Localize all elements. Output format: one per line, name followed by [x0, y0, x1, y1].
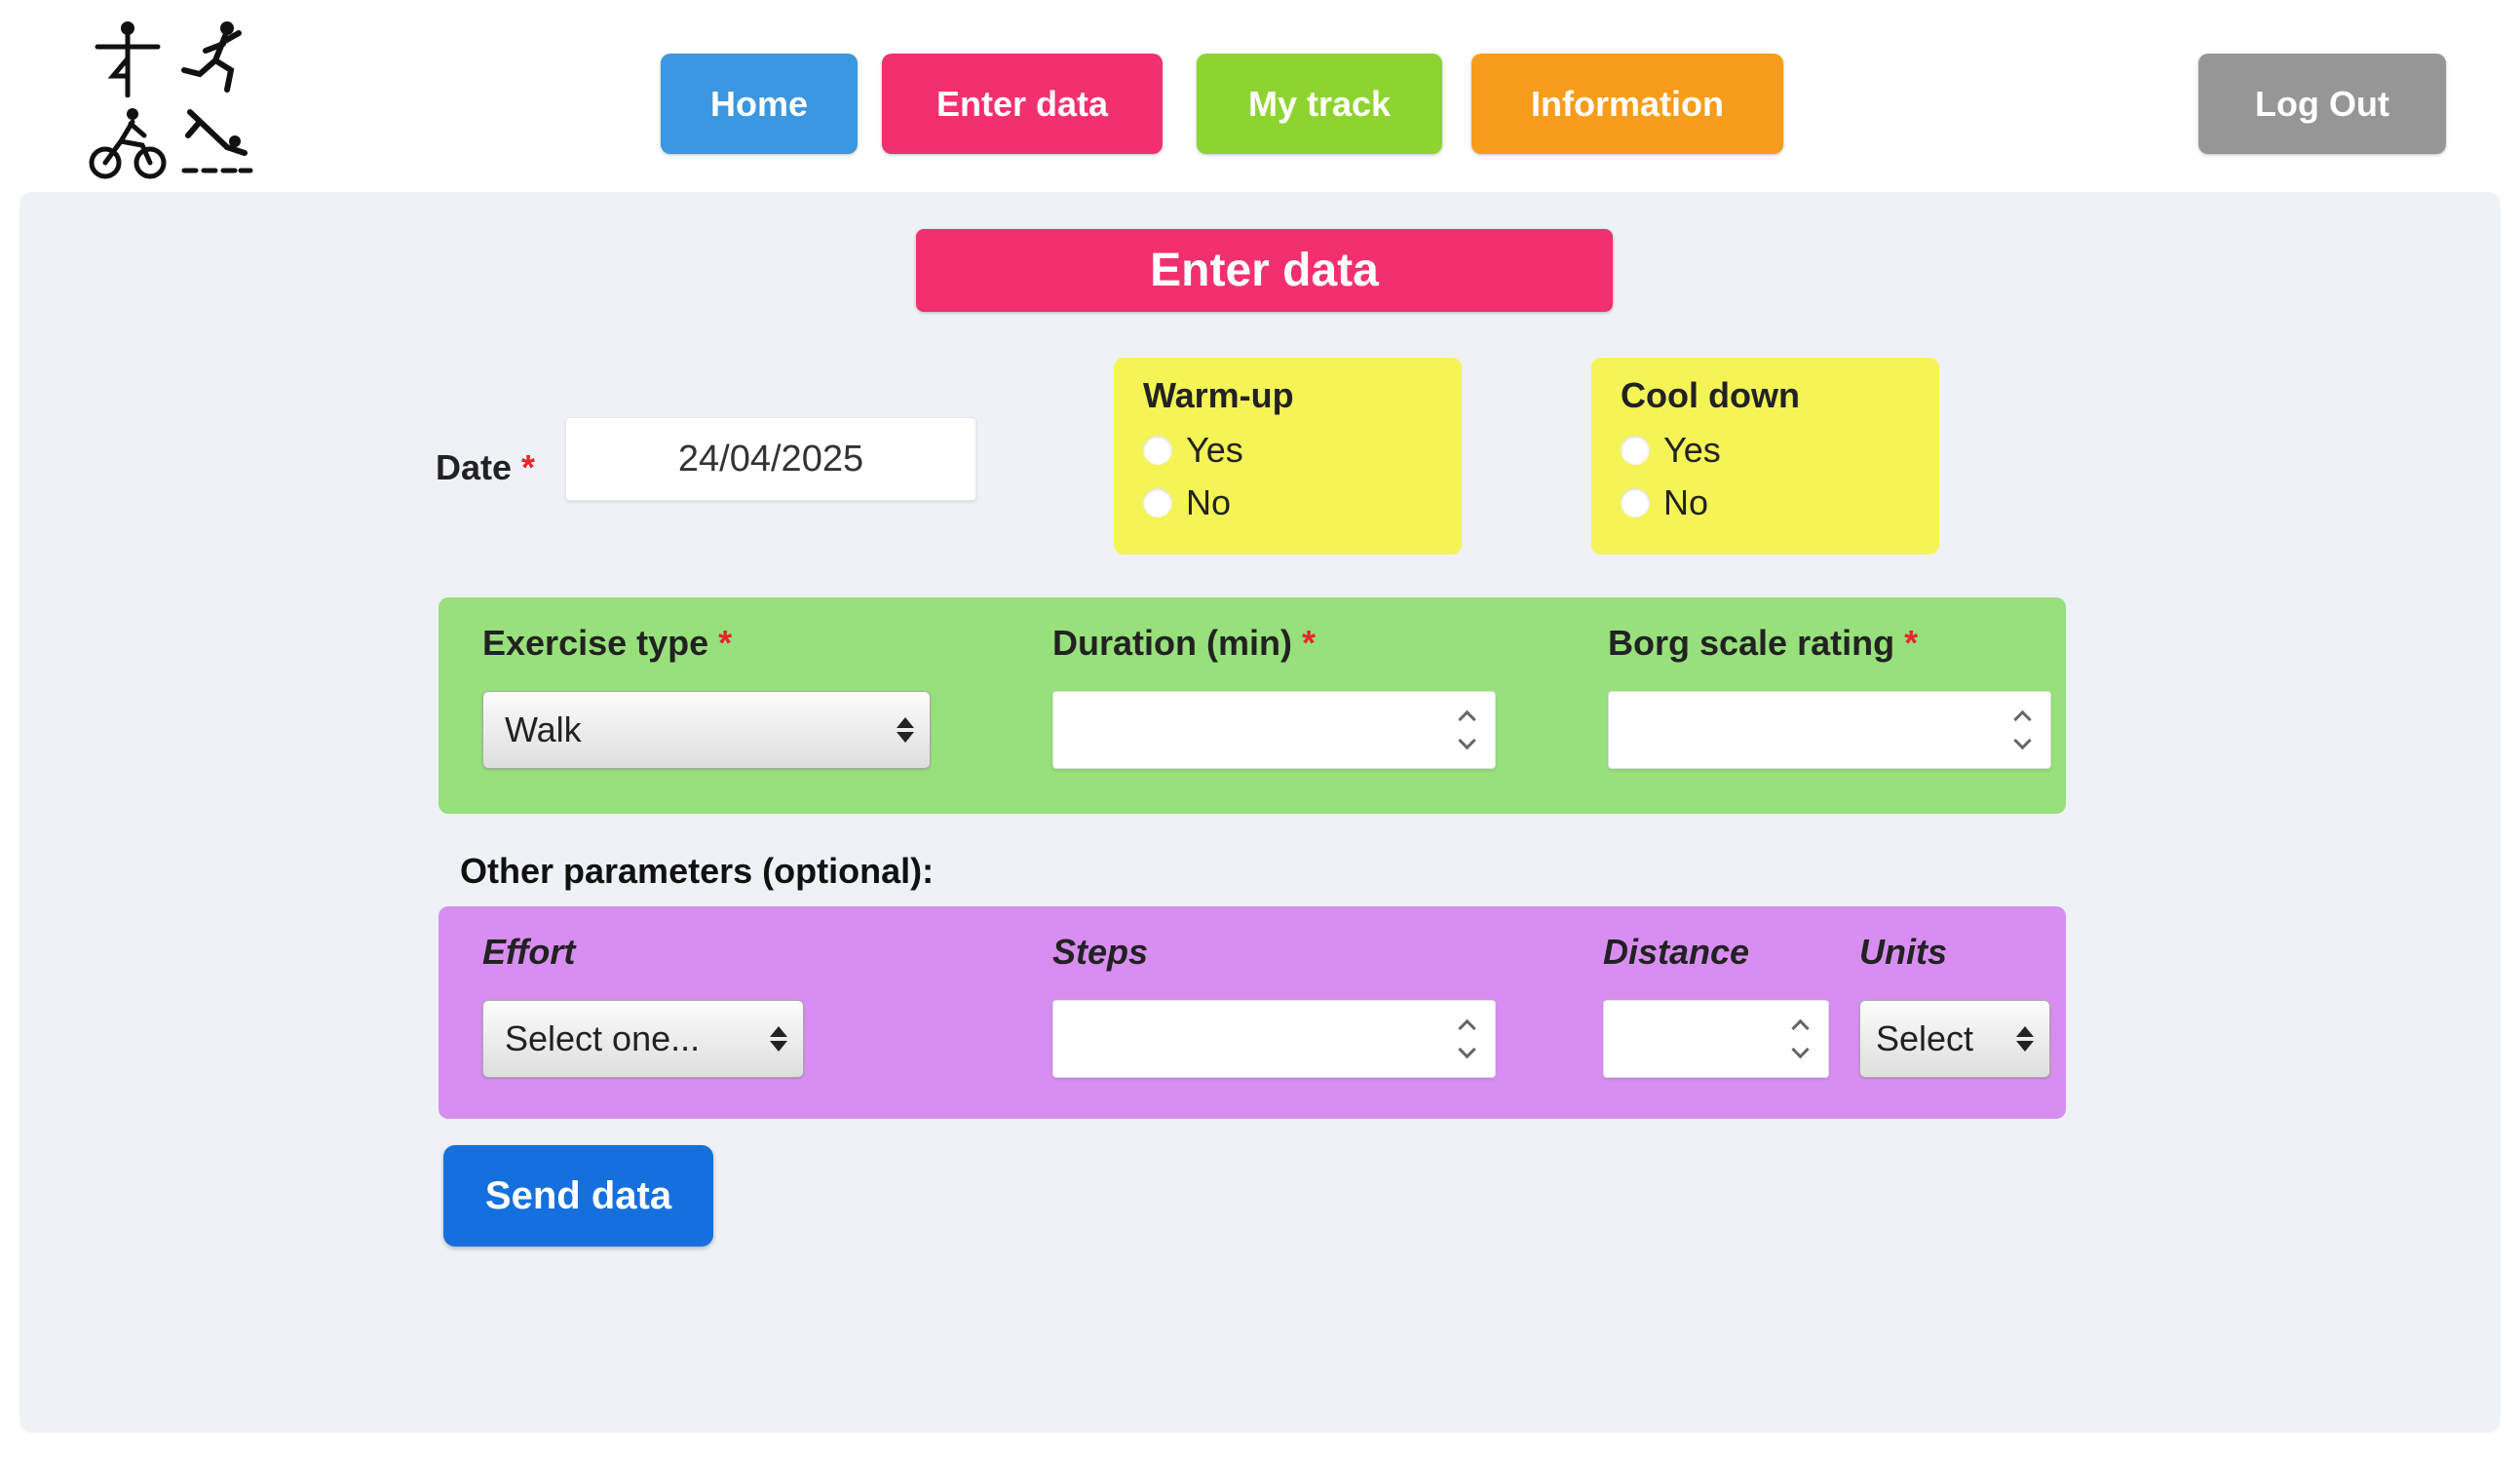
- cooldown-yes-radio[interactable]: [1621, 436, 1650, 465]
- effort-value: Select one...: [505, 1018, 701, 1058]
- runner-icon: [172, 18, 259, 98]
- cooldown-box: Cool down Yes No: [1591, 358, 1939, 555]
- steps-input[interactable]: [1052, 1000, 1496, 1078]
- duration-input[interactable]: [1052, 691, 1496, 769]
- borg-field: Borg scale rating*: [1608, 623, 2051, 769]
- warmup-box: Warm-up Yes No: [1114, 358, 1462, 555]
- distance-field: Distance: [1603, 932, 1829, 1078]
- cooldown-no-radio[interactable]: [1621, 488, 1650, 518]
- swimmer-icon: [172, 100, 259, 181]
- steps-label: Steps: [1052, 932, 1149, 972]
- exercise-type-select[interactable]: Walk: [482, 691, 931, 769]
- effort-field: Effort Select one...: [482, 932, 804, 1078]
- warmup-no-radio[interactable]: [1143, 488, 1172, 518]
- date-label: Date*: [436, 447, 536, 487]
- required-asterisk: *: [1301, 623, 1316, 663]
- duration-field: Duration (min)*: [1052, 623, 1496, 769]
- header: Home Enter data My track Information Log…: [0, 0, 2520, 192]
- required-asterisk: *: [521, 447, 536, 487]
- effort-select[interactable]: Select one...: [482, 1000, 804, 1078]
- units-value: Select: [1876, 1018, 1974, 1058]
- app-logo[interactable]: [84, 18, 259, 181]
- optional-parameters-heading: Other parameters (optional):: [460, 851, 935, 891]
- cooldown-yes-label: Yes: [1663, 430, 1721, 470]
- select-arrows-icon: [770, 1026, 787, 1052]
- optional-fields-section: Effort Select one... Steps Distance: [439, 906, 2066, 1119]
- borg-input[interactable]: [1608, 691, 2051, 769]
- number-spinner-icon[interactable]: [2013, 709, 2032, 750]
- warmup-title: Warm-up: [1143, 375, 1294, 415]
- effort-label: Effort: [482, 932, 576, 972]
- required-asterisk: *: [718, 623, 733, 663]
- date-value: 24/04/2025: [677, 438, 864, 479]
- number-spinner-icon[interactable]: [1458, 1018, 1476, 1059]
- select-arrows-icon: [897, 717, 914, 743]
- borg-label: Borg scale rating*: [1608, 623, 1919, 663]
- nav-enter-data-button[interactable]: Enter data: [882, 54, 1163, 154]
- nav-my-track-button[interactable]: My track: [1197, 54, 1442, 154]
- distance-input[interactable]: [1603, 1000, 1829, 1078]
- number-spinner-icon[interactable]: [1458, 709, 1476, 750]
- cyclist-icon: [84, 100, 171, 181]
- nav-information-button[interactable]: Information: [1471, 54, 1783, 154]
- duration-label: Duration (min)*: [1052, 623, 1316, 663]
- send-data-button[interactable]: Send data: [443, 1145, 713, 1246]
- required-fields-section: Exercise type* Walk Duration (min)*: [439, 597, 2066, 814]
- exercise-type-label: Exercise type*: [482, 623, 733, 663]
- exercise-type-value: Walk: [505, 709, 582, 749]
- steps-field: Steps: [1052, 932, 1496, 1078]
- warmup-yes-label: Yes: [1186, 430, 1243, 470]
- distance-label: Distance: [1603, 932, 1750, 972]
- yoga-icon: [84, 18, 171, 98]
- number-spinner-icon[interactable]: [1791, 1018, 1810, 1059]
- units-select[interactable]: Select: [1859, 1000, 2050, 1078]
- content-panel: Enter data Date* 24/04/2025 Warm-up Yes …: [19, 192, 2501, 1433]
- nav-home-button[interactable]: Home: [661, 54, 858, 154]
- cooldown-title: Cool down: [1621, 375, 1800, 415]
- date-input[interactable]: 24/04/2025: [565, 417, 976, 501]
- page-title: Enter data: [916, 229, 1613, 312]
- units-label: Units: [1859, 932, 1947, 972]
- cooldown-no-label: No: [1663, 482, 1709, 522]
- units-field: Units Select: [1859, 932, 2050, 1078]
- exercise-type-field: Exercise type* Walk: [482, 623, 931, 769]
- select-arrows-icon: [2016, 1026, 2034, 1052]
- warmup-yes-radio[interactable]: [1143, 436, 1172, 465]
- logout-button[interactable]: Log Out: [2198, 54, 2446, 154]
- required-asterisk: *: [1904, 623, 1919, 663]
- warmup-no-label: No: [1186, 482, 1232, 522]
